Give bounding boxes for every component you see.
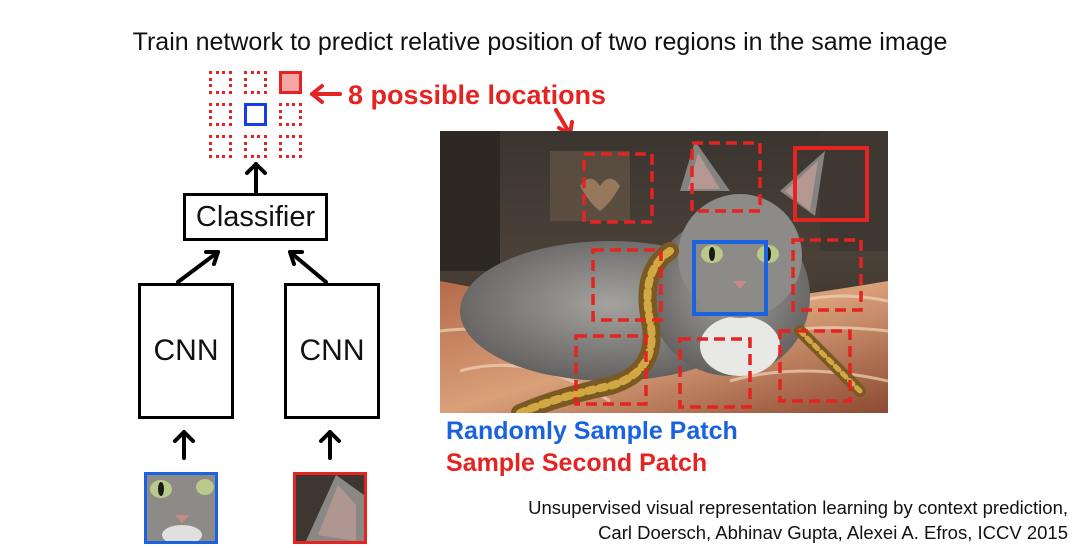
second-patch-image bbox=[296, 475, 364, 541]
arrow-cnn-right-to-classifier bbox=[288, 250, 328, 284]
grid-label: 8 possible locations bbox=[348, 80, 607, 110]
cnn-left-box: CNN bbox=[138, 283, 234, 419]
arrow-head-up-1 bbox=[245, 162, 267, 175]
arrow-label-to-photo bbox=[554, 108, 572, 136]
grid-cell-mid-left bbox=[209, 103, 232, 126]
classifier-box: Classifier bbox=[183, 193, 328, 241]
second-patch-thumbnail bbox=[293, 472, 367, 544]
patch-bottom-center bbox=[678, 337, 752, 409]
random-patch-thumbnail bbox=[144, 472, 218, 544]
cat-photo bbox=[440, 131, 888, 413]
random-patch-image bbox=[147, 475, 215, 541]
patch-mid-right bbox=[791, 238, 863, 312]
citation-line-2: Carl Doersch, Abhinav Gupta, Alexei A. E… bbox=[598, 522, 1068, 543]
grid-cell-top-left bbox=[209, 71, 232, 94]
cnn-right-label: CNN bbox=[299, 334, 365, 367]
cnn-right-box: CNN bbox=[284, 283, 380, 419]
patch-center-random bbox=[692, 240, 768, 316]
grid-cell-mid-right bbox=[279, 103, 302, 126]
arrow-cnn-left-to-classifier bbox=[176, 250, 220, 284]
page-title: Train network to predict relative positi… bbox=[132, 28, 948, 56]
legend-second-patch: Sample Second Patch bbox=[446, 449, 708, 477]
patch-second-selected bbox=[793, 146, 869, 222]
grid-cell-bottom-center bbox=[244, 135, 267, 158]
grid-cell-center bbox=[244, 103, 267, 126]
legend-random-patch: Randomly Sample Patch bbox=[446, 417, 738, 445]
patch-top-center bbox=[690, 141, 762, 213]
patch-mid-left bbox=[591, 248, 663, 322]
patch-bottom-left bbox=[574, 334, 648, 406]
grid-cell-top-right-selected bbox=[279, 71, 302, 94]
classifier-label: Classifier bbox=[195, 200, 316, 233]
grid-cell-top-center bbox=[244, 71, 267, 94]
grid-cell-bottom-left bbox=[209, 135, 232, 158]
cat-photo-illustration bbox=[440, 131, 888, 413]
patch-top-left bbox=[582, 152, 654, 224]
citation-line-1: Unsupervised visual representation learn… bbox=[528, 497, 1068, 518]
grid-cell-bottom-right bbox=[279, 135, 302, 158]
patch-bottom-right bbox=[778, 329, 852, 403]
cnn-left-label: CNN bbox=[153, 334, 219, 367]
